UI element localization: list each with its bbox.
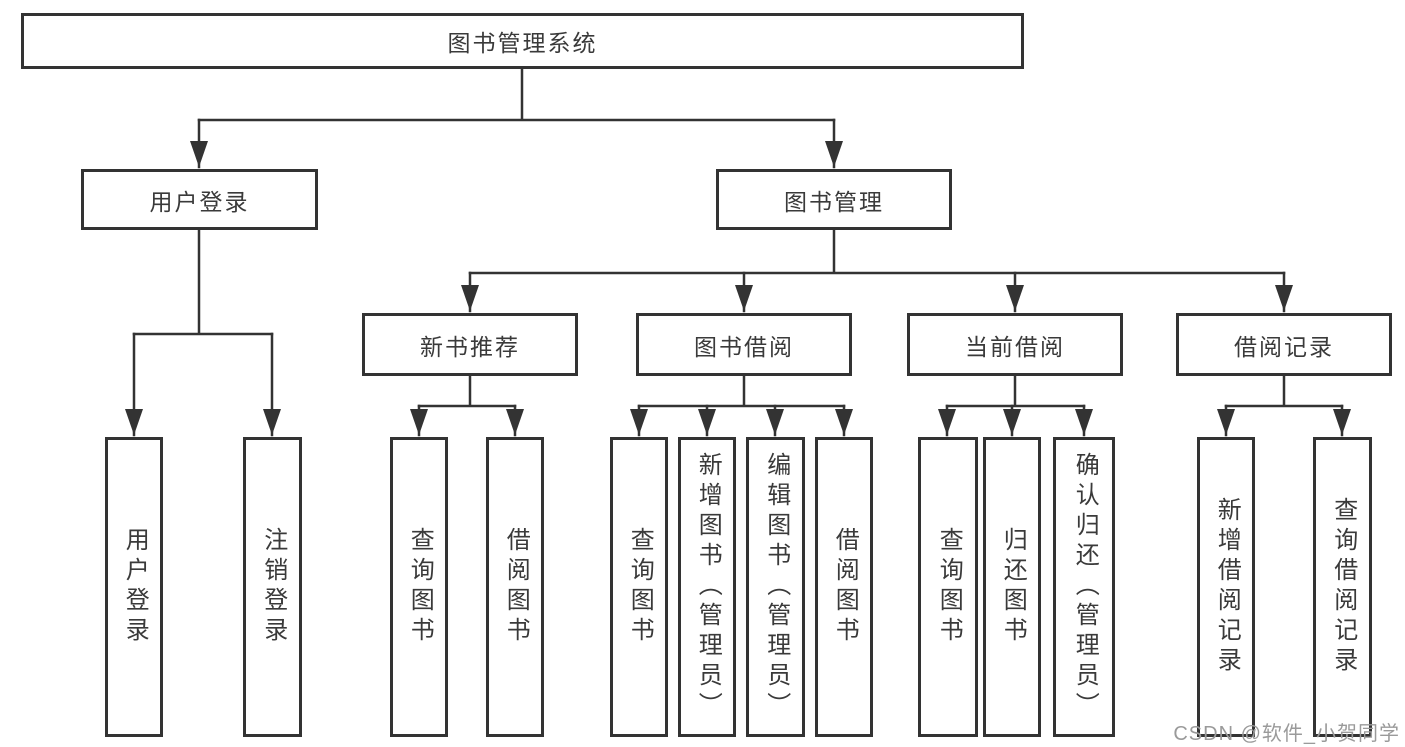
node-label: 借阅记录 bbox=[1234, 333, 1334, 360]
node-label: 用户登录 bbox=[149, 188, 250, 215]
leaf-return-books: 归还图书 bbox=[983, 437, 1041, 737]
leaf-query-books: 查询图书 bbox=[918, 437, 978, 737]
node-root-library-system: 图书管理系统 bbox=[21, 13, 1024, 69]
leaf-user-login: 用户登录 bbox=[105, 437, 163, 737]
leaf-confirm-return-admin: 确认归还（管理员） bbox=[1053, 437, 1115, 737]
node-book-borrowing: 图书借阅 bbox=[636, 313, 852, 376]
node-user-login: 用户登录 bbox=[81, 169, 318, 230]
connector-book-borrow-branch bbox=[637, 374, 846, 408]
leaf-borrow-books: 借阅图书 bbox=[815, 437, 873, 737]
node-label: 新书推荐 bbox=[420, 333, 520, 360]
connector-root-branch bbox=[197, 65, 836, 122]
node-label: 图书管理 bbox=[784, 188, 884, 215]
connector-user-login-branch bbox=[132, 228, 274, 336]
leaf-query-books: 查询图书 bbox=[390, 437, 448, 737]
node-label: 当前借阅 bbox=[965, 333, 1065, 360]
node-label: 图书借阅 bbox=[694, 333, 794, 360]
node-current-borrowing: 当前借阅 bbox=[907, 313, 1123, 376]
connector-current-borrow-branch bbox=[945, 374, 1086, 408]
leaf-edit-books-admin: 编辑图书（管理员） bbox=[746, 437, 805, 737]
node-new-book-recommendation: 新书推荐 bbox=[362, 313, 578, 376]
leaf-add-borrow-record: 新增借阅记录 bbox=[1197, 437, 1255, 737]
node-label: 图书管理系统 bbox=[447, 30, 598, 56]
leaf-query-borrow-record: 查询借阅记录 bbox=[1313, 437, 1372, 737]
connector-borrow-records-branch bbox=[1224, 374, 1344, 408]
leaf-borrow-books: 借阅图书 bbox=[486, 437, 544, 737]
connector-new-book-branch bbox=[417, 374, 517, 408]
node-book-management: 图书管理 bbox=[716, 169, 952, 230]
node-borrowing-records: 借阅记录 bbox=[1176, 313, 1392, 376]
leaf-add-books-admin: 新增图书（管理员） bbox=[678, 437, 736, 737]
csdn-watermark: CSDN @软件_小贺同学 bbox=[1173, 723, 1400, 745]
leaf-query-books: 查询图书 bbox=[610, 437, 668, 737]
connector-book-management-branch bbox=[468, 228, 1286, 275]
leaf-logout: 注销登录 bbox=[243, 437, 302, 737]
